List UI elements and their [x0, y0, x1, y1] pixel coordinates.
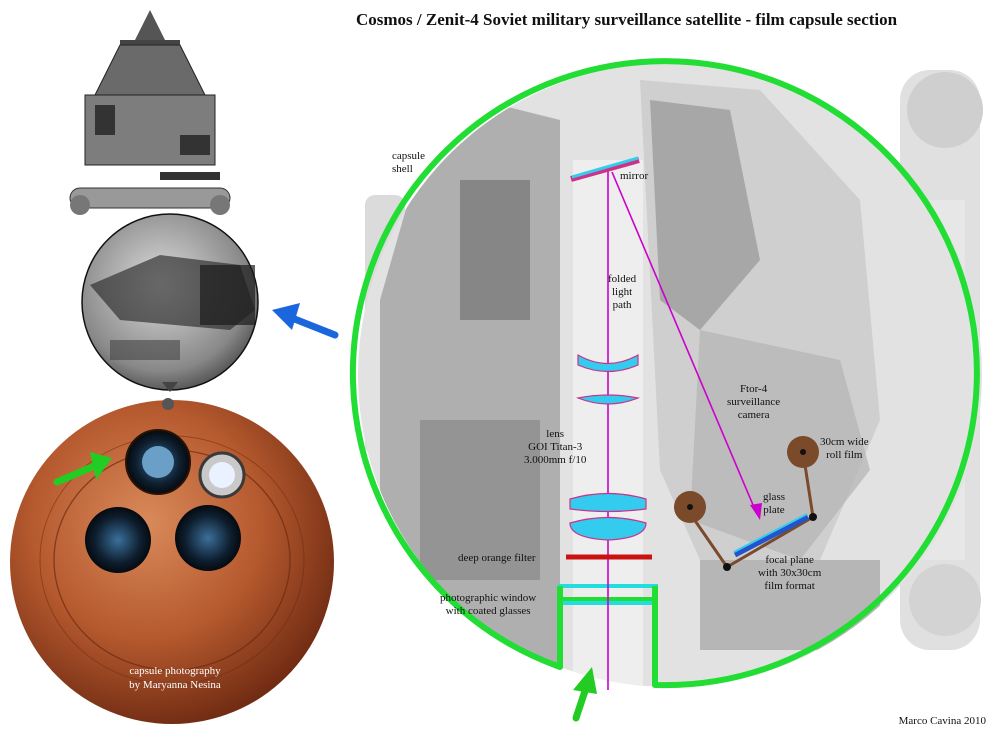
label-roll-film: 30cm wide roll film	[820, 436, 869, 461]
diagram-title: Cosmos / Zenit-4 Soviet military surveil…	[356, 10, 898, 29]
label-capsule-shell: capsule shell	[392, 150, 425, 175]
green-arrow-icon	[572, 667, 597, 722]
capsule-photo	[10, 398, 334, 724]
label-mirror: mirror	[620, 170, 649, 182]
capsule-shell-outline	[349, 58, 980, 689]
satellite-drawing	[69, 10, 259, 392]
lens-elements	[569, 353, 647, 541]
label-orange-filter: deep orange filter	[458, 552, 536, 564]
film-transport	[674, 436, 819, 571]
capsule-interior	[358, 63, 982, 687]
label-glass-plate: glass plate	[763, 491, 785, 516]
photo-caption: capsule photography by Maryanna Nesina	[129, 665, 221, 691]
mirror	[570, 156, 640, 182]
label-lens: lens GOI Titan-3 3.000mm f/10	[524, 428, 587, 466]
blue-arrow-icon	[272, 303, 339, 339]
label-window: photographic window with coated glasses	[440, 592, 537, 617]
author-credit: Marco Cavina 2010	[898, 715, 986, 727]
label-camera: Ftor-4 surveillance camera	[727, 383, 781, 421]
folded-light-path	[611, 171, 762, 520]
green-arrow-icon	[53, 452, 112, 486]
label-folded-light-path: folded light path	[608, 273, 637, 311]
label-focal-plane: focal plane with 30x30cm film format	[758, 554, 822, 592]
